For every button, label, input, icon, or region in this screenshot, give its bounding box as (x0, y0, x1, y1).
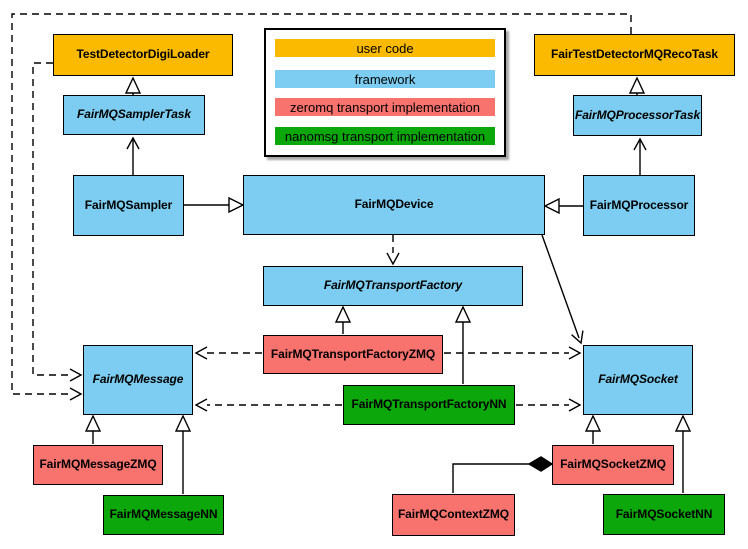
edge-socketnn-to-socket-generalization (674, 414, 692, 493)
node-fairmqsocketnn: FairMQSocketNN (603, 494, 725, 535)
legend-item-framework: framework (275, 70, 495, 88)
legend-label: nanomsg transport implementation (284, 128, 486, 144)
legend-item-user-code: user code (275, 39, 495, 57)
edge-tfzmq-to-socket-dependency (444, 346, 582, 360)
edge-messagezmq-to-message-generalization (84, 414, 102, 444)
node-fairmqmessage: FairMQMessage (83, 345, 193, 415)
edge-socketzmq-to-socket-generalization (584, 414, 602, 444)
edge-tfnn-to-socket-dependency (516, 398, 582, 412)
edge-contextzmq-to-socketzmq-composition (452, 456, 554, 493)
legend-label: zeromq transport implementation (289, 99, 481, 115)
node-fairmqmessagenn: FairMQMessageNN (103, 495, 224, 535)
legend: user code framework zeromq transport imp… (264, 28, 506, 157)
node-fairmqprocessortask: FairMQProcessorTask (573, 95, 702, 136)
edge-sampler-to-device-generalization (184, 196, 245, 214)
node-fairmqsocket: FairMQSocket (583, 345, 693, 415)
edge-tfzmq-to-message-dependency (194, 346, 262, 360)
node-fairmqtransportfactory: FairMQTransportFactory (263, 266, 523, 306)
node-fairmqtransportfactoryzmq: FairMQTransportFactoryZMQ (263, 335, 443, 374)
node-fairmqsampler: FairMQSampler (73, 175, 184, 236)
edge-processor-to-device-generalization (543, 197, 583, 215)
edge-digiloader-to-message-dependency (32, 62, 83, 382)
edge-tfnn-to-transportfactory-generalization (454, 305, 472, 384)
edge-messagenn-to-message-generalization (174, 414, 192, 494)
edge-tfzmq-to-transportfactory-generalization (334, 305, 352, 334)
node-fairmqprocessor: FairMQProcessor (583, 175, 695, 236)
node-fairmqcontextzmq: FairMQContextZMQ (392, 494, 515, 536)
edge-device-to-socket-association (541, 234, 584, 345)
legend-item-nanomsg: nanomsg transport implementation (275, 127, 495, 145)
legend-label: framework (354, 71, 416, 87)
legend-item-zeromq: zeromq transport implementation (275, 98, 495, 116)
edge-processortask-to-recotask-generalization (628, 76, 646, 95)
node-fairmqsamplertask: FairMQSamplerTask (63, 95, 205, 135)
node-fairmqmessagezmq: FairMQMessageZMQ (33, 445, 163, 485)
edge-device-to-transportfactory-dependency (386, 235, 400, 266)
edge-recotask-to-message-dependency (11, 13, 632, 401)
edge-sampler-to-samplertask-association (126, 136, 140, 175)
node-fairtestdetectormqrecotask: FairTestDetectorMQRecoTask (534, 34, 735, 76)
node-fairmqtransportfactorynn: FairMQTransportFactoryNN (343, 385, 515, 425)
legend-label: user code (356, 40, 414, 56)
node-fairmqsocketzmq: FairMQSocketZMQ (552, 445, 674, 485)
edge-processor-to-processortask-association (633, 137, 647, 175)
node-testdetectordigiloader: TestDetectorDigiLoader (53, 34, 233, 76)
edge-samplertask-to-digiloader-generalization (124, 76, 142, 95)
node-fairmqdevice: FairMQDevice (243, 175, 545, 235)
edge-tfnn-to-message-dependency (194, 398, 342, 412)
